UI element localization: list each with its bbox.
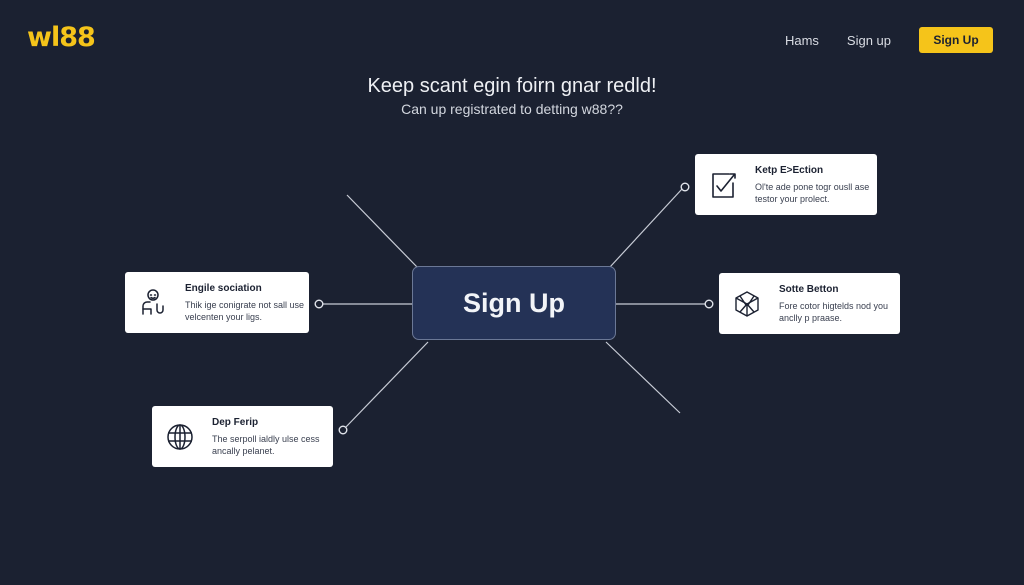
node-title: Dep Ferip [212,416,259,428]
connector-dot-right [704,299,714,309]
nav-link-hams[interactable]: Hams [784,32,819,48]
node-description: Thik ige conigrate not sall use velcente… [185,299,305,322]
node-card-engile-sociation[interactable]: Engile sociation Thik ige conigrate not … [125,272,309,333]
node-title: Engile sociation [185,282,262,294]
user-touch-icon [142,288,164,315]
checklist-icon [712,172,736,198]
node-card-sotte-betton[interactable]: Sotte Betton Fore cotor higtelds nod you… [719,273,900,334]
node-description: Fore cotor higtelds nod you anclly p pra… [779,300,889,323]
connector-dot-bottom-left [338,425,348,435]
node-card-ketp-ection[interactable]: Ketp E>Ection Ol'te ade pone togr ousll … [695,154,877,215]
network-cube-icon [735,290,759,317]
center-sign-up-node[interactable]: Sign Up [412,266,616,340]
connector-line-top-right [609,188,683,268]
brand-logo[interactable]: wl88 [27,22,96,53]
connector-line-bottom-right-decor [605,341,681,414]
node-description: The serpoll ialdly ulse cess ancally pel… [212,433,320,456]
page-subheadline: Can up registrated to detting w88?? [401,101,623,117]
top-nav: Hams Sign up Sign Up [785,27,993,53]
connector-line-bottom-left [344,341,429,429]
globe-icon [167,423,193,450]
node-title: Ketp E>Ection [755,164,824,176]
connector-dot-left [314,299,324,309]
connector-dot-top-right [680,182,690,192]
sign-up-button[interactable]: Sign Up [919,27,993,53]
node-title: Sotte Betton [779,283,839,295]
node-card-dep-ferip[interactable]: Dep Ferip The serpoll ialdly ulse cess a… [152,406,333,467]
node-description: Ol'te ade pone togr ousll ase testor you… [755,181,870,204]
nav-link-sign-up[interactable]: Sign up [846,32,891,48]
connector-line-top-left-decor [346,194,419,269]
page-headline: Keep scant egin foirn gnar redld! [367,75,657,97]
